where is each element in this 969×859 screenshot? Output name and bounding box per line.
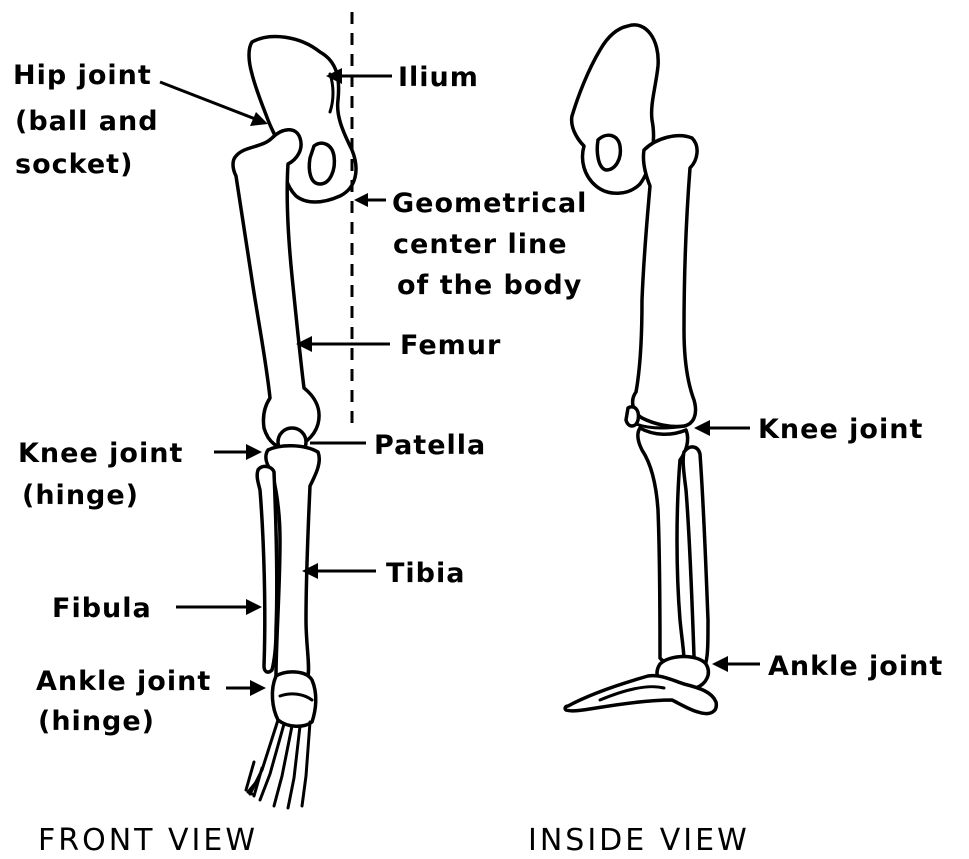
inside-tibia [638,428,688,663]
knee-joint-inside-label: Knee joint [758,414,923,445]
inside-fibula [683,447,708,664]
femur-label: Femur [400,330,501,361]
tibia-label: Tibia [386,558,465,589]
center-line-line-2: center line [393,229,568,260]
label-tibia: Tibia [302,558,465,589]
label-ankle-joint-inside: Ankle joint [712,651,943,682]
label-fibula: Fibula [52,593,262,624]
inside-view-skeleton [565,25,716,714]
inside-obturator-foramen [597,135,620,170]
front-fibula [257,466,277,672]
fibula-label: Fibula [52,593,152,624]
center-line-line-1: Geometrical [392,188,587,219]
front-toes [246,720,310,808]
label-femur: Femur [296,330,501,361]
ankle-joint-front-line-2: (hinge) [38,706,155,737]
front-obturator-foramen [309,143,334,184]
patella-label: Patella [374,430,486,461]
inside-view-caption: INSIDE VIEW [528,823,750,858]
label-hip-joint: Hip joint (ball and socket) [13,60,268,180]
knee-joint-front-line-2: (hinge) [22,480,139,511]
ankle-joint-front-line-1: Ankle joint [36,666,211,697]
center-line-line-3: of the body [397,270,582,301]
hip-joint-line-2: (ball and [15,106,159,137]
ilium-label: Ilium [398,62,479,93]
hip-joint-line-3: socket) [15,149,133,180]
label-knee-joint-inside: Knee joint [694,414,923,445]
ankle-joint-inside-label: Ankle joint [768,651,943,682]
hip-joint-line-1: Hip joint [13,60,152,91]
label-knee-joint-front: Knee joint (hinge) [18,438,262,511]
front-view-caption: FRONT VIEW [38,823,258,858]
label-patella: Patella [310,430,486,461]
knee-joint-front-line-1: Knee joint [18,438,183,469]
label-center-line: Geometrical center line of the body [354,188,587,301]
label-ankle-joint-front: Ankle joint (hinge) [36,666,266,737]
label-ilium: Ilium [326,62,479,93]
